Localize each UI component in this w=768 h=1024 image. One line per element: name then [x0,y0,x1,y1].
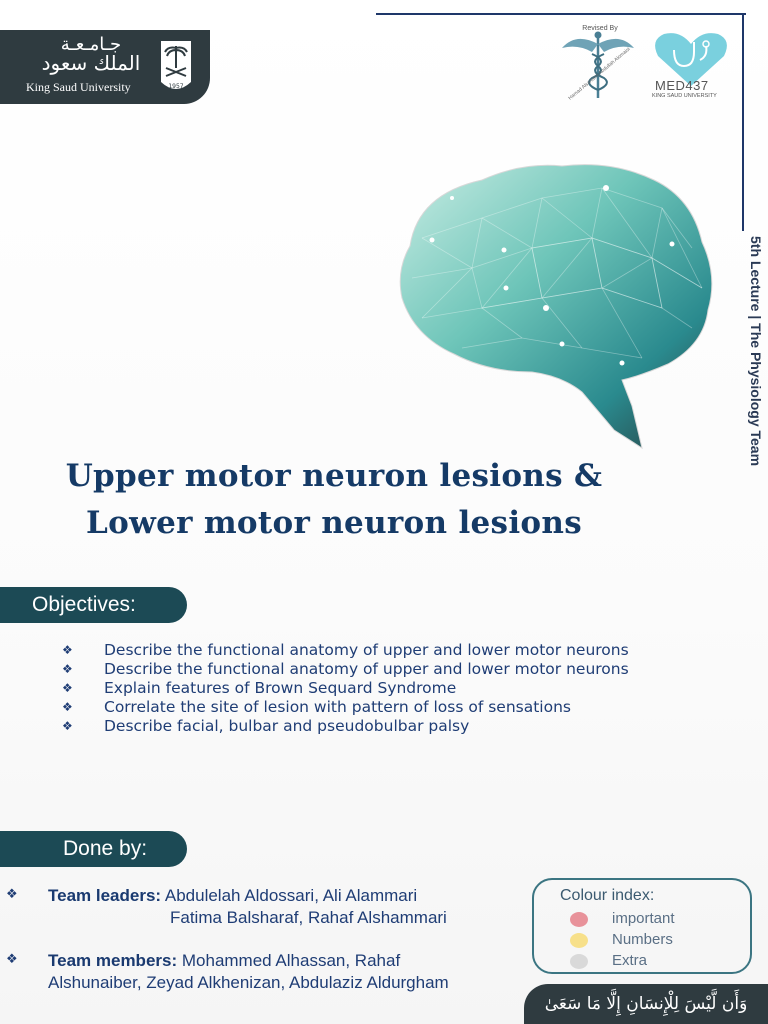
colour-index-title: Colour index: [560,887,655,904]
objective-item: ❖Describe the functional anatomy of uppe… [62,641,629,659]
frame-top-line [376,13,746,15]
objective-item: ❖Describe facial, bulbar and pseudobulba… [62,717,470,735]
frame-right-line [742,13,744,231]
yellow-dot-icon [570,933,588,948]
objectives-heading-pill: Objectives: [0,587,187,623]
university-name-arabic-2: الملك سعود [41,51,141,75]
diamond-bullet-icon: ❖ [62,700,73,714]
team-members-names-1: Mohammed Alhassan, Rahaf [181,951,401,970]
objectives-list: ❖Describe the functional anatomy of uppe… [62,641,629,736]
objectives-heading: Objectives: [32,593,136,616]
university-name-english: King Saud University [26,80,131,94]
quran-verse-banner: وَأَن لَّيْسَ لِلْإِنسَانِ إِلَّا مَا سَ… [524,984,768,1024]
objective-item: ❖Correlate the site of lesion with patte… [62,698,571,716]
med437-label: MED437 [655,78,709,93]
objective-item: ❖Describe the functional anatomy of uppe… [62,660,629,678]
diamond-bullet-icon: ❖ [62,662,73,676]
med437-sublabel: KING SAUD UNIVERSITY [652,93,717,99]
team-leaders-names-2: Fatima Balsharaf, Rahaf Alshammari [170,908,447,927]
objective-item: ❖Explain features of Brown Sequard Syndr… [62,679,457,697]
pink-dot-icon [570,912,588,927]
diamond-bullet-icon: ❖ [6,951,18,966]
team-members-label: Team members: [48,951,178,970]
revised-by-caduceus-logo: Revised By Hamad Alsartami Abdullah Alom… [562,25,634,102]
diamond-bullet-icon: ❖ [62,643,73,657]
side-label: 5th Lecture | The Physiology Team [738,236,764,542]
quran-verse: وَأَن لَّيْسَ لِلْإِنسَانِ إِلَّا مَا سَ… [544,994,748,1014]
ksu-logo: جـامـعـة الملك سعود King Saud University… [0,30,210,104]
grey-dot-icon [570,954,588,969]
done-by-heading: Done by: [63,837,148,860]
palm-swords-emblem-icon: 1957 [161,41,191,90]
colour-index-box: Colour index: important Numbers Extra [532,878,752,974]
team-leaders-names-1: Abdulelah Aldossari, Ali Alammari [164,886,418,905]
revised-by-text: Revised By [582,25,618,32]
lecture-title-line-2: Lower motor neuron lesions [86,505,582,541]
emblem-year: 1957 [168,83,183,90]
team-leaders-label: Team leaders: [48,886,162,905]
revised-names: Hamad Alsartami Abdullah Alomaisi [567,46,631,101]
diamond-bullet-icon: ❖ [6,886,18,901]
done-by-heading-pill: Done by: [0,831,187,867]
lecture-label: 5th Lecture | The Physiology Team [748,236,764,467]
low-poly-brain-illustration [399,164,713,450]
med437-heart-logo [655,33,727,86]
diamond-bullet-icon: ❖ [62,719,73,733]
team-members-names-2: Alshunaiber, Zeyad Alkhenizan, Abdulaziz… [48,973,449,992]
lecture-title-line-1: Upper motor neuron lesions & [65,458,603,494]
diamond-bullet-icon: ❖ [62,681,73,695]
university-name-arabic-1: جـامـعـة [60,34,122,55]
